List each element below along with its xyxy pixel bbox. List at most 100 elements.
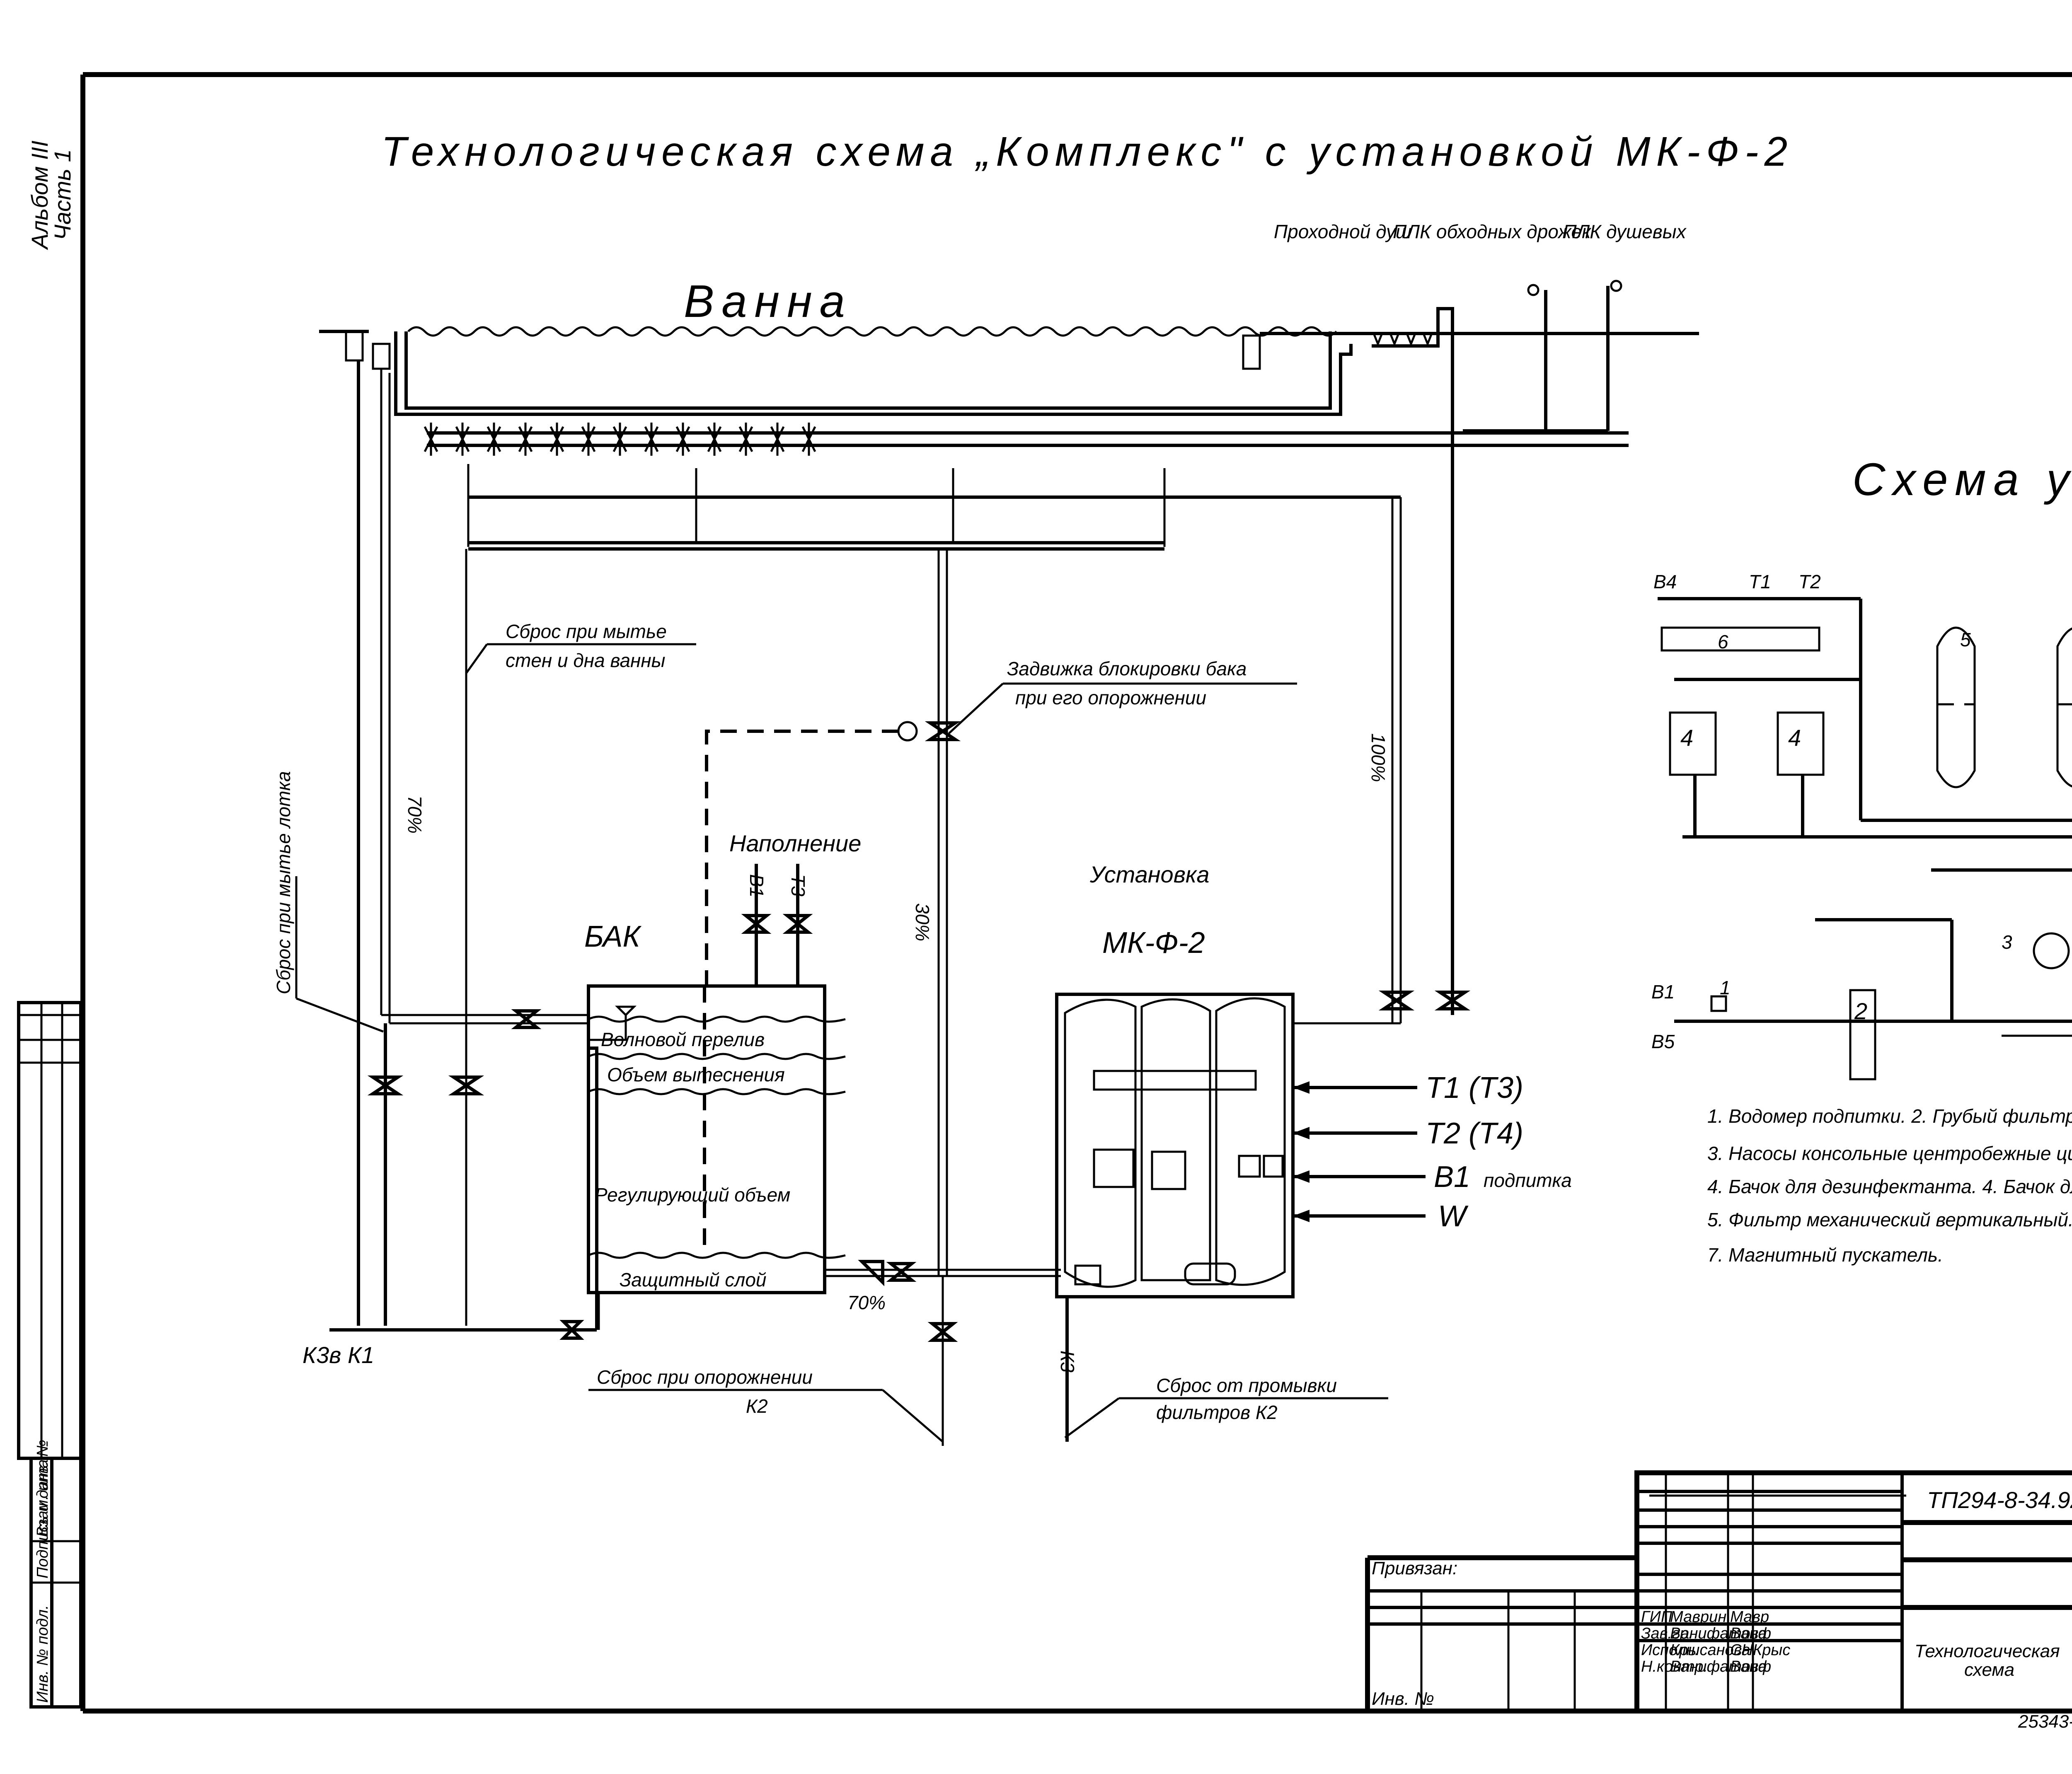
riser-30 bbox=[705, 549, 961, 1276]
signature-2: СНКрыс bbox=[1730, 1641, 1790, 1659]
nozzle-icon bbox=[424, 423, 438, 456]
filter-vessel-icon bbox=[1936, 626, 1976, 788]
role-0: ГИП bbox=[1641, 1608, 1673, 1626]
valve-tank-out-icon[interactable] bbox=[886, 1262, 917, 1282]
callout-drain-empty: Сброс при опорожнении К2 bbox=[588, 1366, 944, 1443]
callout-drain-empty-line2: К2 bbox=[746, 1395, 768, 1417]
pump-1-icon bbox=[2033, 932, 2070, 969]
unit-k3-label: К3 bbox=[1057, 1351, 1078, 1373]
plk-shower-label: ПЛК душевых bbox=[1563, 221, 1687, 242]
tank-label: БАК bbox=[584, 920, 641, 953]
input-code-3: W bbox=[1438, 1200, 1469, 1233]
nozzle-icon bbox=[770, 423, 785, 456]
label-b1: В1 bbox=[1651, 981, 1675, 1003]
legend-item-3: 5. Фильтр механический вертикальный. 6. … bbox=[1707, 1209, 2072, 1230]
bath: Ванна bbox=[319, 276, 1699, 551]
flow-70-left: 70% bbox=[404, 795, 426, 834]
album-note-line2: Часть 1 bbox=[49, 149, 75, 240]
stamp-inv-orig: Инв. № подл. bbox=[34, 1605, 51, 1703]
side-stamp: Инв. № подл. Подпись и дата Взам. инв. № bbox=[17, 1001, 82, 1709]
input-code-2: В1 bbox=[1434, 1160, 1470, 1194]
legend-item-4: 7. Магнитный пускатель. bbox=[1707, 1244, 1943, 1266]
page-title: Технологическая схема „Комплекс" с устан… bbox=[381, 128, 1793, 175]
nozzle-icon bbox=[801, 423, 816, 456]
input-code-0: Т1 (Т3) bbox=[1426, 1071, 1523, 1105]
callout-drain-empty-line1: Сброс при опорожнении bbox=[597, 1366, 813, 1388]
name-1: Ванифатова bbox=[1670, 1625, 1767, 1642]
role-2: Исполн. bbox=[1641, 1641, 1699, 1659]
callout-tray-wash: Сброс при мытье лотка bbox=[273, 771, 384, 1033]
signature-1: Ванф bbox=[1730, 1625, 1771, 1642]
valve-b1-icon[interactable] bbox=[741, 914, 772, 934]
input-code-1: Т2 (Т4) bbox=[1426, 1117, 1523, 1150]
nozzle-icon bbox=[487, 423, 501, 456]
stamp-swap-inv: Взам. инв. № bbox=[34, 1440, 51, 1537]
callout-drain-filters-line1: Сброс от промывки bbox=[1156, 1375, 1337, 1396]
drain-pipes-left bbox=[329, 360, 598, 1332]
nozzle-icon bbox=[581, 423, 596, 456]
callout-gate-line2: при его опорожнении bbox=[1015, 687, 1206, 708]
valve-tank-bottom-icon[interactable] bbox=[559, 1320, 584, 1340]
filter-vessel-icon bbox=[2056, 627, 2072, 788]
callout-wall-wash-line1: Сброс при мытье bbox=[506, 621, 667, 642]
inlet-b1: В1 bbox=[746, 874, 767, 897]
nozzle-icon bbox=[707, 423, 722, 456]
callout-wall-wash-line2: стен и дна ванны bbox=[506, 650, 666, 671]
valve-100-icon[interactable] bbox=[1378, 991, 1415, 1010]
legend: 1. Водомер подпитки. 2. Грубый фильтр (в… bbox=[1707, 1105, 2072, 1266]
bath-label: Ванна bbox=[684, 276, 852, 327]
callout-gate-valve: Задвижка блокировки бака при его опорожн… bbox=[948, 658, 1297, 734]
valve-left-a-icon[interactable] bbox=[367, 1076, 404, 1095]
signature-3: Ванф bbox=[1730, 1658, 1771, 1675]
tank-layer-2: Регулирующий объем bbox=[595, 1184, 790, 1206]
tank: БАК Наполнение В1 Т3 Волновой перелив Об… bbox=[367, 830, 1061, 1446]
tank-layer-0: Волновой перелив bbox=[601, 1029, 765, 1050]
label-pump-1: 3 bbox=[2002, 931, 2012, 953]
unit-mkf2: Установка МК-Ф-2 К3 Т1 (Т3) Т2 (Т4) В1 п… bbox=[1055, 861, 1572, 1442]
label-meter: 1 bbox=[1720, 977, 1731, 998]
label-b5: В5 bbox=[1651, 1031, 1675, 1052]
label-tank4a: 4 bbox=[1680, 725, 1693, 751]
callout-drain-filters-line2: фильтров К2 bbox=[1156, 1402, 1278, 1423]
inlet-t3: Т3 bbox=[787, 874, 809, 897]
callout-gate-line1: Задвижка блокировки бака bbox=[1007, 658, 1247, 679]
name-2: Крысанова bbox=[1670, 1641, 1750, 1659]
label-t2: Т2 bbox=[1798, 571, 1821, 592]
plk-bypass-label: ПЛК обходных дрожек bbox=[1393, 221, 1592, 242]
valve-drain-icon[interactable] bbox=[927, 1322, 958, 1342]
legend-item-0: 1. Водомер подпитки. 2. Грубый фильтр (в… bbox=[1707, 1105, 2072, 1127]
input-desc-2: подпитка bbox=[1484, 1170, 1572, 1191]
tank-outlet-label: К3в К1 bbox=[303, 1342, 374, 1368]
filter-label: 5 bbox=[1960, 629, 1971, 650]
album-note: Альбом III Часть 1 bbox=[27, 140, 75, 250]
filter-row: 555 bbox=[1936, 626, 2072, 788]
unit-label-line2: МК-Ф-2 bbox=[1102, 926, 1205, 960]
nozzle-icon bbox=[455, 423, 470, 456]
flow-70-tank: 70% bbox=[847, 1292, 886, 1313]
album-note-line1: Альбом III bbox=[27, 140, 53, 250]
nozzle-icon bbox=[549, 423, 564, 456]
callout-tray-wash-text: Сброс при мытье лотка bbox=[273, 771, 294, 994]
role-1: Зав.гр. bbox=[1641, 1625, 1693, 1642]
shower-fittings: Проходной душ ПЛК обходных дрожек ПЛК ду… bbox=[1274, 221, 1687, 1015]
name-0: Маврин bbox=[1670, 1608, 1726, 1626]
valve-left-b-icon[interactable] bbox=[448, 1076, 484, 1095]
valve-pass-shower-icon[interactable] bbox=[1434, 991, 1471, 1010]
legend-item-2: 4. Бачок для дезинфектанта. 4. Бачок для… bbox=[1707, 1176, 2072, 1197]
unit-label-line1: Установка bbox=[1089, 861, 1210, 887]
flow-30: 30% bbox=[912, 903, 933, 941]
label-tank4b: 4 bbox=[1788, 725, 1801, 751]
valve-t3-icon[interactable] bbox=[782, 914, 813, 934]
callout-wall-wash: Сброс при мытье стен и дна ванны bbox=[465, 621, 696, 674]
label-b4: В4 bbox=[1653, 571, 1677, 592]
tank-layer-3: Защитный слой bbox=[620, 1269, 767, 1291]
gate-valve-icon[interactable] bbox=[925, 721, 961, 741]
nozzle-icon bbox=[675, 423, 690, 456]
valve-overflow-icon[interactable] bbox=[511, 1009, 542, 1029]
name-3: Ванифатова bbox=[1670, 1658, 1767, 1675]
drawing-title-line2: схема bbox=[1964, 1660, 2014, 1680]
archive-number: 25343-04 bbox=[2018, 1711, 2072, 1732]
nozzle-icon bbox=[738, 423, 753, 456]
nozzle-icon bbox=[612, 423, 627, 456]
